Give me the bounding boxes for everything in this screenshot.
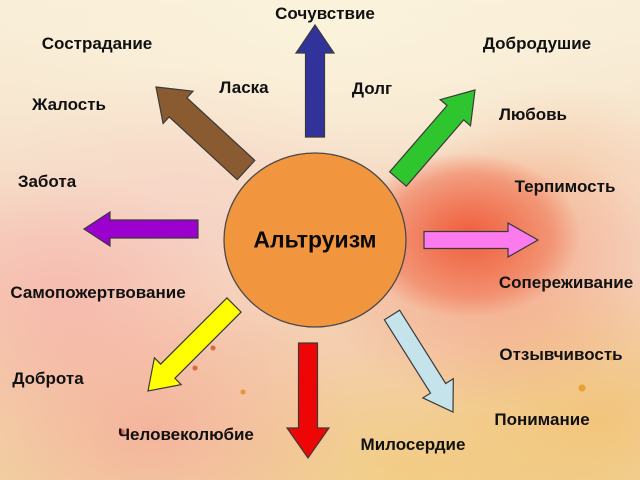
arrow-up-right	[388, 89, 476, 188]
altruism-circle	[223, 152, 407, 328]
arrow-right	[423, 221, 540, 259]
arrow-left	[82, 210, 199, 248]
arrow-up-left	[155, 86, 256, 181]
center-label: Альтруизм	[253, 226, 377, 253]
arrow-down-left	[147, 297, 242, 392]
arrow-down	[285, 342, 331, 460]
arrow-down-right	[383, 309, 454, 413]
arrow-up	[294, 23, 336, 138]
